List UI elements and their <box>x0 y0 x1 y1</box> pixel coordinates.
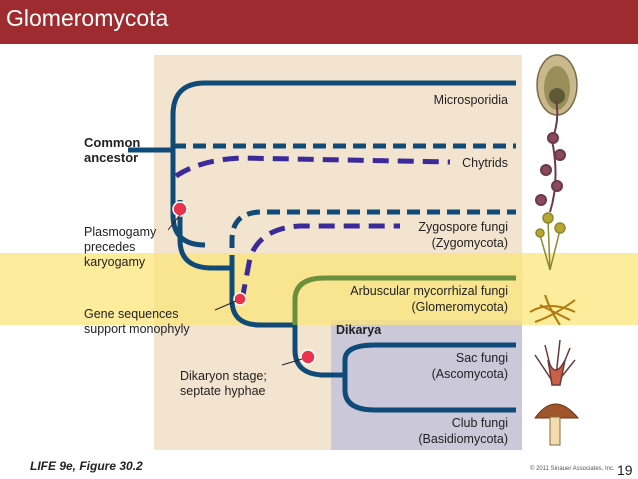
taxon-club-fungi-sub: (Basidiomycota) <box>418 432 508 446</box>
overlay-chytrids <box>174 155 451 179</box>
node-dikaryon <box>300 349 316 365</box>
pointer-gene <box>214 300 237 311</box>
chytrid-icon <box>535 99 566 213</box>
taxon-zygospore-fungi-sub: (Zygomycota) <box>431 236 508 250</box>
annotation-dikaryon-2: septate hyphae <box>180 384 266 398</box>
sac-fungi-icon <box>534 339 576 386</box>
taxon-microsporidia: Microsporidia <box>433 93 508 107</box>
branch-fungi-trunk <box>177 200 232 271</box>
page-number: 19 <box>617 462 633 478</box>
taxon-club-fungi: Club fungi <box>451 416 508 430</box>
pointer-plasmogamy <box>167 214 181 231</box>
taxon-zygospore-fungi: Zygospore fungi <box>418 220 508 234</box>
branch-sac <box>342 342 516 375</box>
copyright-notice: © 2011 Sinauer Associates, Inc. <box>530 466 615 472</box>
title-bar: Glomeromycota <box>0 0 638 44</box>
overlay-dashes <box>174 155 451 301</box>
overlay-zygo <box>239 223 400 301</box>
branch-club <box>342 375 516 413</box>
node-gene-sequences <box>233 292 247 306</box>
dikarya-box <box>331 320 522 450</box>
annotation-plasmogamy-3: karyogamy <box>84 255 146 269</box>
figure-caption: LIFE 9e, Figure 30.2 <box>30 459 143 473</box>
node-plasmogamy <box>172 201 188 217</box>
slide-title: Glomeromycota <box>6 5 169 31</box>
zygospore-icon <box>535 212 566 271</box>
common-ancestor-line1: Common <box>84 135 141 150</box>
annotation-plasmogamy-1: Plasmogamy <box>84 225 157 239</box>
taxon-sac-fungi-sub: (Ascomycota) <box>431 367 508 381</box>
annotation-gene-1: Gene sequences <box>84 307 179 321</box>
branch-microsporidia <box>170 80 516 160</box>
branch-zygo-dashed <box>229 209 516 268</box>
taxon-arbuscular-sub: (Glomeromycota) <box>411 300 508 314</box>
annotation-plasmogamy-2: precedes <box>84 240 136 254</box>
highlight-band <box>0 253 638 325</box>
annotation-dikaryon-1: Dikaryon stage; <box>180 369 267 383</box>
branch-glomeromycota <box>292 275 516 325</box>
branch-trunk-lower <box>229 268 295 328</box>
taxon-arbuscular: Arbuscular mycorrhizal fungi <box>350 284 508 298</box>
glomeromycota-icon <box>529 294 576 326</box>
microsporidia-icon <box>536 54 578 116</box>
common-ancestor-line2: ancestor <box>84 150 139 165</box>
dashed-branches <box>173 143 516 268</box>
taxon-chytrids: Chytrids <box>462 156 508 170</box>
dikarya-label: Dikarya <box>336 323 382 337</box>
annotation-gene-2: support monophyly <box>84 322 190 336</box>
branch-dikarya-stem <box>292 325 326 378</box>
club-fungi-icon <box>534 403 580 446</box>
pointer-dikaryon <box>281 358 303 366</box>
tree-branches <box>128 80 516 413</box>
pointer-lines <box>167 214 303 366</box>
taxon-sac-fungi: Sac fungi <box>455 351 508 365</box>
